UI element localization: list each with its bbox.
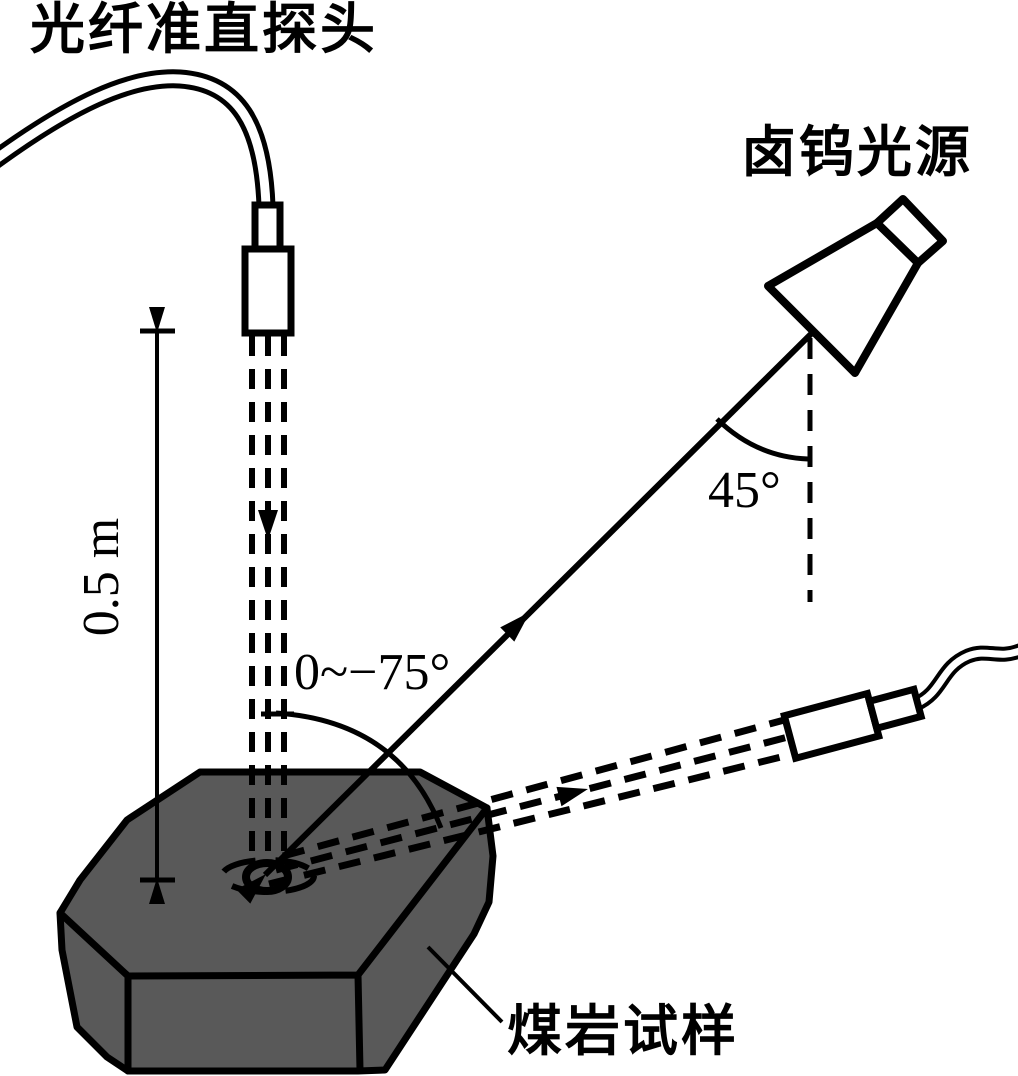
collection-beam-line-mid	[275, 732, 793, 874]
coal-sample-edges	[56, 804, 491, 1075]
sample-label: 煤岩试样	[507, 1001, 739, 1062]
incident-beam-end-arrow	[236, 874, 266, 904]
fiber-cable-top-inner	[0, 74, 271, 207]
fiber-cable-right	[912, 643, 1018, 711]
incidence-angle-marking	[715, 338, 813, 602]
collection-beam-line-lower	[268, 749, 798, 888]
collection-beam-arrow	[556, 786, 588, 807]
dimension-arrow-down	[149, 878, 165, 904]
collimating-probe-connector	[241, 201, 295, 337]
incident-beam-mid-arrow	[500, 612, 530, 642]
fiber-cable-top	[0, 69, 276, 207]
fiber-cable-right-inner	[914, 647, 1018, 708]
probe-height-label: 0.5 m	[73, 518, 130, 636]
height-dimension	[140, 307, 175, 904]
rotation-range-label: 0~−75°	[294, 644, 450, 701]
light-source-label: 卤钨光源	[741, 122, 973, 183]
incidence-angle-label: 45°	[708, 462, 781, 519]
probe-body	[241, 245, 295, 337]
lamp-back-cap	[873, 195, 947, 267]
fiber-probe-label: 光纤准直探头	[30, 0, 378, 60]
halogen-lamp	[764, 195, 947, 377]
rotation-angle-marking	[261, 710, 444, 829]
receiving-probe-connector	[780, 685, 926, 763]
probe-beam-up-arrow	[258, 510, 278, 540]
rotation-angle-arc	[275, 710, 444, 829]
collection-beam-line-upper	[282, 715, 789, 860]
sample-label-leader	[426, 945, 504, 1024]
receiving-probe-ferrule	[865, 685, 926, 733]
dimension-arrow-up	[149, 307, 165, 333]
coal-sample	[56, 768, 497, 1075]
collection-beam	[268, 715, 798, 888]
incidence-angle-arc	[715, 417, 809, 462]
probe-beam-vertical	[249, 336, 287, 858]
probe-ferrule	[251, 201, 284, 253]
